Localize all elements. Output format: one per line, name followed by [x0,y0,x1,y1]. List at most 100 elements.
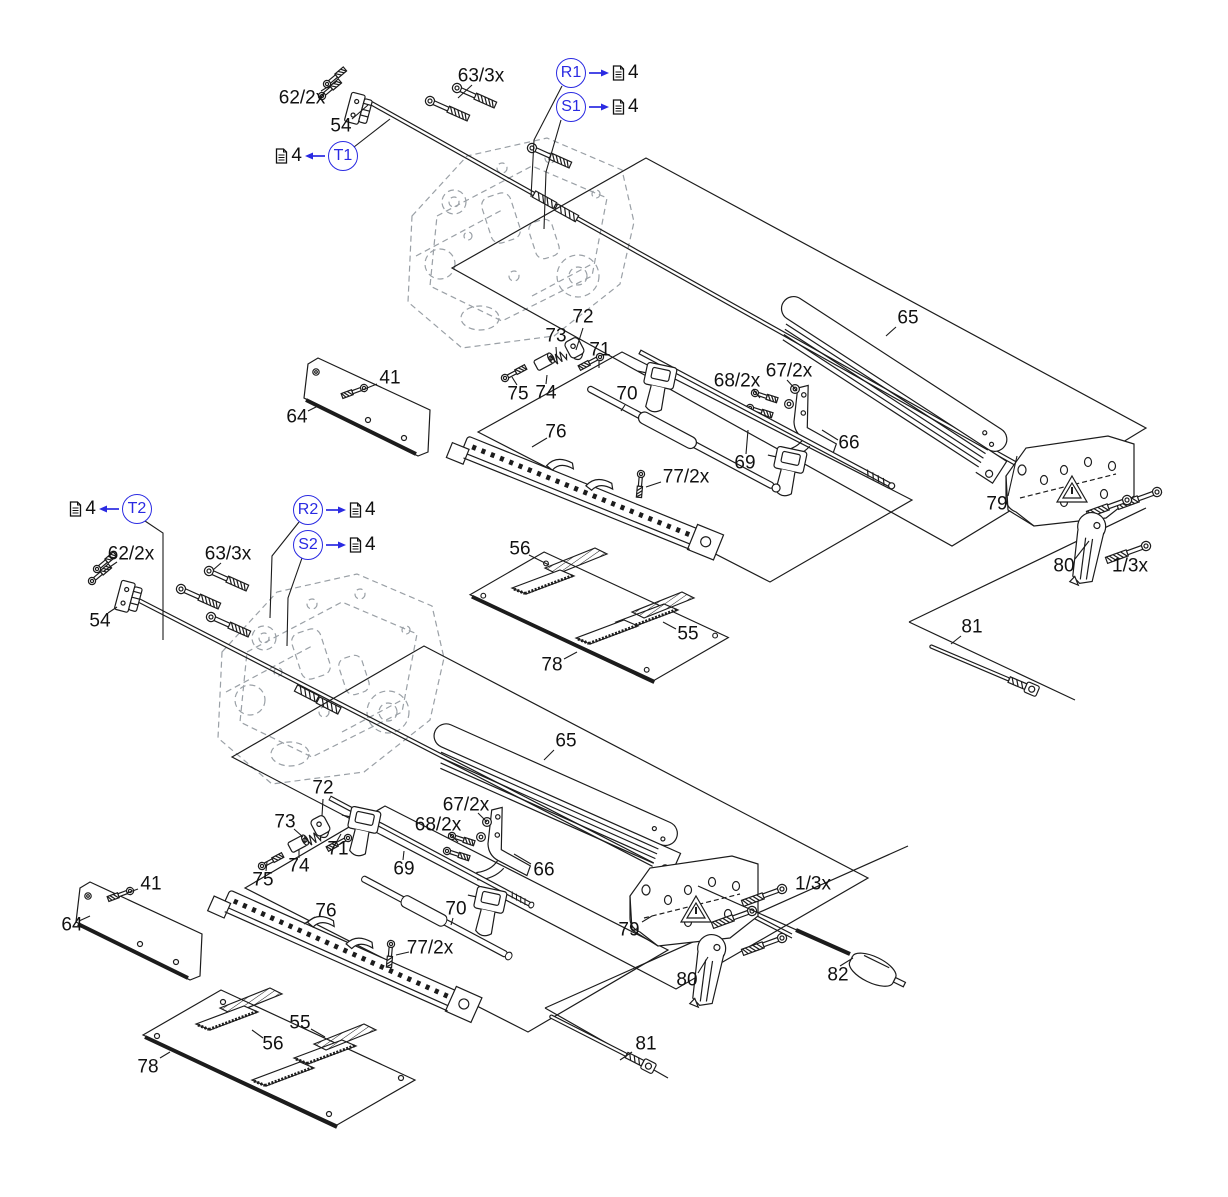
part-callout-upper-71: 71 [589,339,611,361]
part-callout-upper-56: 56 [509,538,531,560]
document-page-icon [612,99,625,115]
leader-line [641,915,653,923]
leader-line [563,651,578,660]
ref-r1: R1 4 [556,57,639,89]
leader-line [107,606,118,614]
leader-line [310,1028,326,1038]
leader-line [545,374,548,385]
part-callout-lower-72: 72 [312,777,334,799]
ref-bubble-r1[interactable]: R1 [556,58,586,88]
document-page-icon [349,537,362,553]
page-number: 4 [628,62,639,83]
part-callout-upper-75: 75 [507,383,529,405]
arrow-right-icon [326,505,346,515]
part-callout-lower-70: 70 [445,898,467,920]
leader-line [126,888,139,894]
leader-line [144,520,164,640]
part-callout-lower-78: 78 [137,1056,159,1078]
leader-line [950,635,962,645]
part-callout-upper-81: 81 [961,616,983,638]
leader-line [543,119,562,230]
leader-line [353,118,391,148]
part-callout-upper-77-2x: 77/2x [662,466,710,488]
lower-assembly-art [74,550,909,1129]
arrow-right-icon [589,102,609,112]
leader-line [78,915,91,922]
part-callout-upper-73: 73 [545,325,567,347]
arrow-left-icon [99,504,119,514]
ref-bubble-s1[interactable]: S1 [556,92,586,122]
leader-line [457,84,473,99]
ref-t1: 4 T1 [275,140,358,172]
part-callout-lower-65: 65 [555,730,577,752]
part-callout-upper-68-2x: 68/2x [713,370,761,392]
page-number: 4 [628,96,639,117]
leader-line [645,481,662,488]
part-callout-lower-76: 76 [315,900,337,922]
leader-line [336,833,342,842]
part-callout-lower-1-3x: 1/3x [795,873,831,895]
leader-line [531,437,548,448]
page-number: 4 [365,534,376,555]
leader-line [321,798,324,817]
part-callout-lower-74: 74 [288,855,310,877]
ref-s1: S1 4 [556,91,639,123]
leader-line [530,85,563,198]
leader-line [395,951,410,956]
document-page-icon [275,148,288,164]
leader-line [402,850,405,861]
upper-assembly-art [302,65,1164,701]
leader-line [361,383,378,391]
part-callout-lower-56: 56 [262,1033,284,1055]
leader-line [575,327,584,351]
part-callout-lower-71: 71 [327,838,349,860]
part-callout-upper-41: 41 [379,367,401,389]
leader-line [839,957,854,967]
part-callout-lower-81: 81 [635,1033,657,1055]
part-callout-lower-82: 82 [827,964,849,986]
ref-bubble-r2[interactable]: R2 [293,495,323,525]
page-number: 4 [291,145,302,166]
part-callout-lower-75: 75 [252,869,274,891]
leader-line [752,388,761,399]
part-callout-upper-67-2x: 67/2x [765,360,813,382]
leader-line [269,521,300,619]
leader-line [159,1051,171,1059]
leader-line [303,916,316,925]
part-callout-lower-63-3x: 63/3x [204,543,252,565]
part-callout-upper-55: 55 [677,623,699,645]
page-number: 4 [85,498,96,519]
leader-line [555,346,558,362]
ref-bubble-t1[interactable]: T1 [328,141,358,171]
leader-line [212,562,222,571]
leader-line [528,554,550,566]
leader-line [620,404,626,412]
leader-line [821,429,839,441]
part-callout-upper-72: 72 [572,306,594,328]
part-callout-upper-1-3x: 1/3x [1112,555,1148,577]
part-callout-lower-64: 64 [61,914,83,936]
leader-line [885,326,897,337]
ref-r2: R2 4 [293,494,376,526]
leader-line [265,861,268,872]
leader-line [286,557,303,647]
arrow-right-icon [326,540,346,550]
arrow-left-icon [305,151,325,161]
part-callout-upper-69: 69 [734,452,756,474]
part-callout-upper-74: 74 [535,382,557,404]
leader-line [1007,455,1018,497]
leader-line [697,956,709,974]
leader-line [513,853,532,865]
arrow-right-icon [589,68,609,78]
part-callout-upper-65: 65 [897,307,919,329]
ref-bubble-s2[interactable]: S2 [293,530,323,560]
leader-line [448,832,459,843]
part-callout-lower-68-2x: 68/2x [414,814,462,836]
ref-bubble-t2[interactable]: T2 [122,494,152,524]
leader-line [511,376,518,386]
page-number: 4 [365,499,376,520]
part-callout-lower-73: 73 [274,811,296,833]
